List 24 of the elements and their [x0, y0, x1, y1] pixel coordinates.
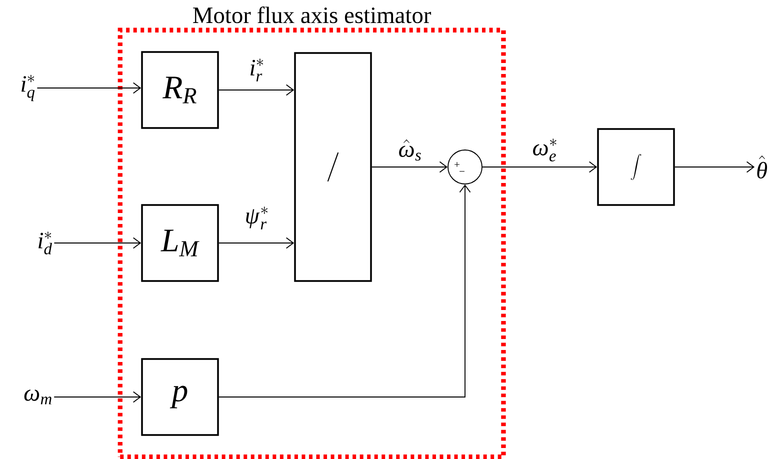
signal-label: $\hat{\theta}$: [757, 156, 768, 178]
edge-label: $\hat{\omega}_s$: [399, 139, 421, 161]
arrow: [482, 161, 598, 173]
block-box: $L_M$: [141, 204, 219, 282]
edge-label: $\psi_r^*$: [246, 206, 268, 230]
signal-label: $\omega_m$: [24, 390, 52, 404]
block-box: $\int$: [597, 128, 675, 206]
arrow: [54, 237, 142, 249]
node-label: Motor flux axis estimator: [193, 6, 432, 24]
edge-label: $\omega_e^*$: [533, 138, 556, 162]
edge-label: $i_r^*$: [250, 58, 264, 82]
arrow: [371, 161, 448, 173]
arrow: [218, 237, 294, 249]
block-box: $R_R$: [141, 51, 219, 129]
signal-label: $i_d^*$: [38, 232, 52, 254]
arrow: [218, 84, 294, 96]
signal-label: $i_q^*$: [22, 74, 35, 102]
arrow: [54, 391, 142, 403]
block-box: $/$: [294, 52, 372, 282]
block-box: $p$: [141, 358, 219, 436]
arrow: [218, 184, 471, 398]
summing-junction: + −: [448, 150, 482, 184]
arrow: [674, 161, 755, 173]
arrow: [36, 82, 142, 94]
